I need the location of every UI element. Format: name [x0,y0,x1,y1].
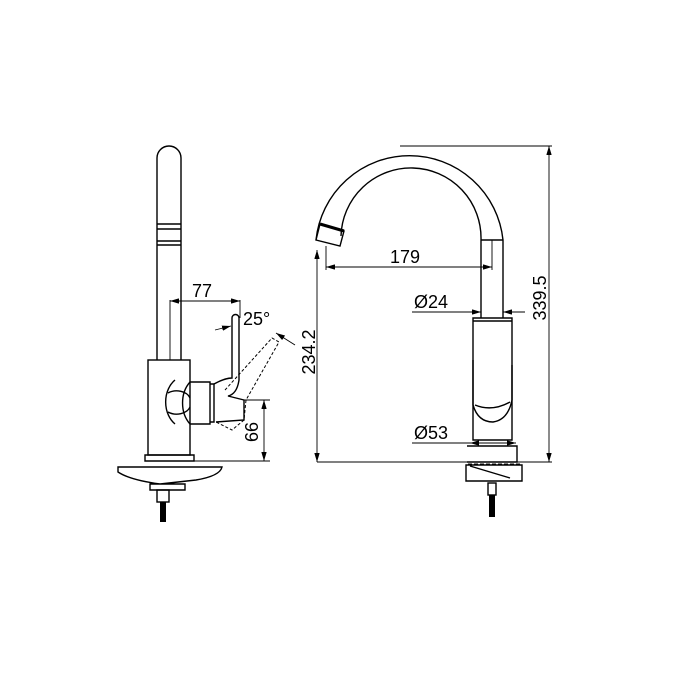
dim-77-ext [169,300,241,360]
side-stud [160,502,166,522]
front-base-nut [465,464,523,482]
dim-25-arrow-2 [275,332,296,346]
side-spout-band [157,223,181,246]
side-spout-pipe [156,145,182,360]
side-cartridge [165,379,191,425]
dim-25-arrow-1 [214,325,232,331]
dim-25-label: 25° [243,309,270,329]
side-handle [213,313,245,423]
side-view: 77 25° 66 [117,145,296,522]
dim-179-label: 179 [390,247,420,267]
side-base-ring [144,454,195,462]
front-base [467,445,518,463]
side-nut [156,489,170,503]
side-handle-tilted [215,337,280,431]
side-handle-base [190,381,215,425]
dim-234-label: 234.2 [299,329,319,374]
front-aerator-band [319,222,345,233]
dim-66-label: 66 [242,422,262,442]
dim-77-label: 77 [192,281,212,301]
front-stud [489,495,495,517]
side-body [147,359,191,456]
front-nut [487,482,497,496]
side-base-plate [117,466,223,491]
dim-24-label: Ø24 [414,292,448,312]
front-handle [472,360,513,423]
front-spout [315,155,504,318]
dim-53-label: Ø53 [414,423,448,443]
front-view: 179 Ø24 Ø53 234.2 339.5 [299,145,552,517]
dim-339-label: 339.5 [530,275,550,320]
